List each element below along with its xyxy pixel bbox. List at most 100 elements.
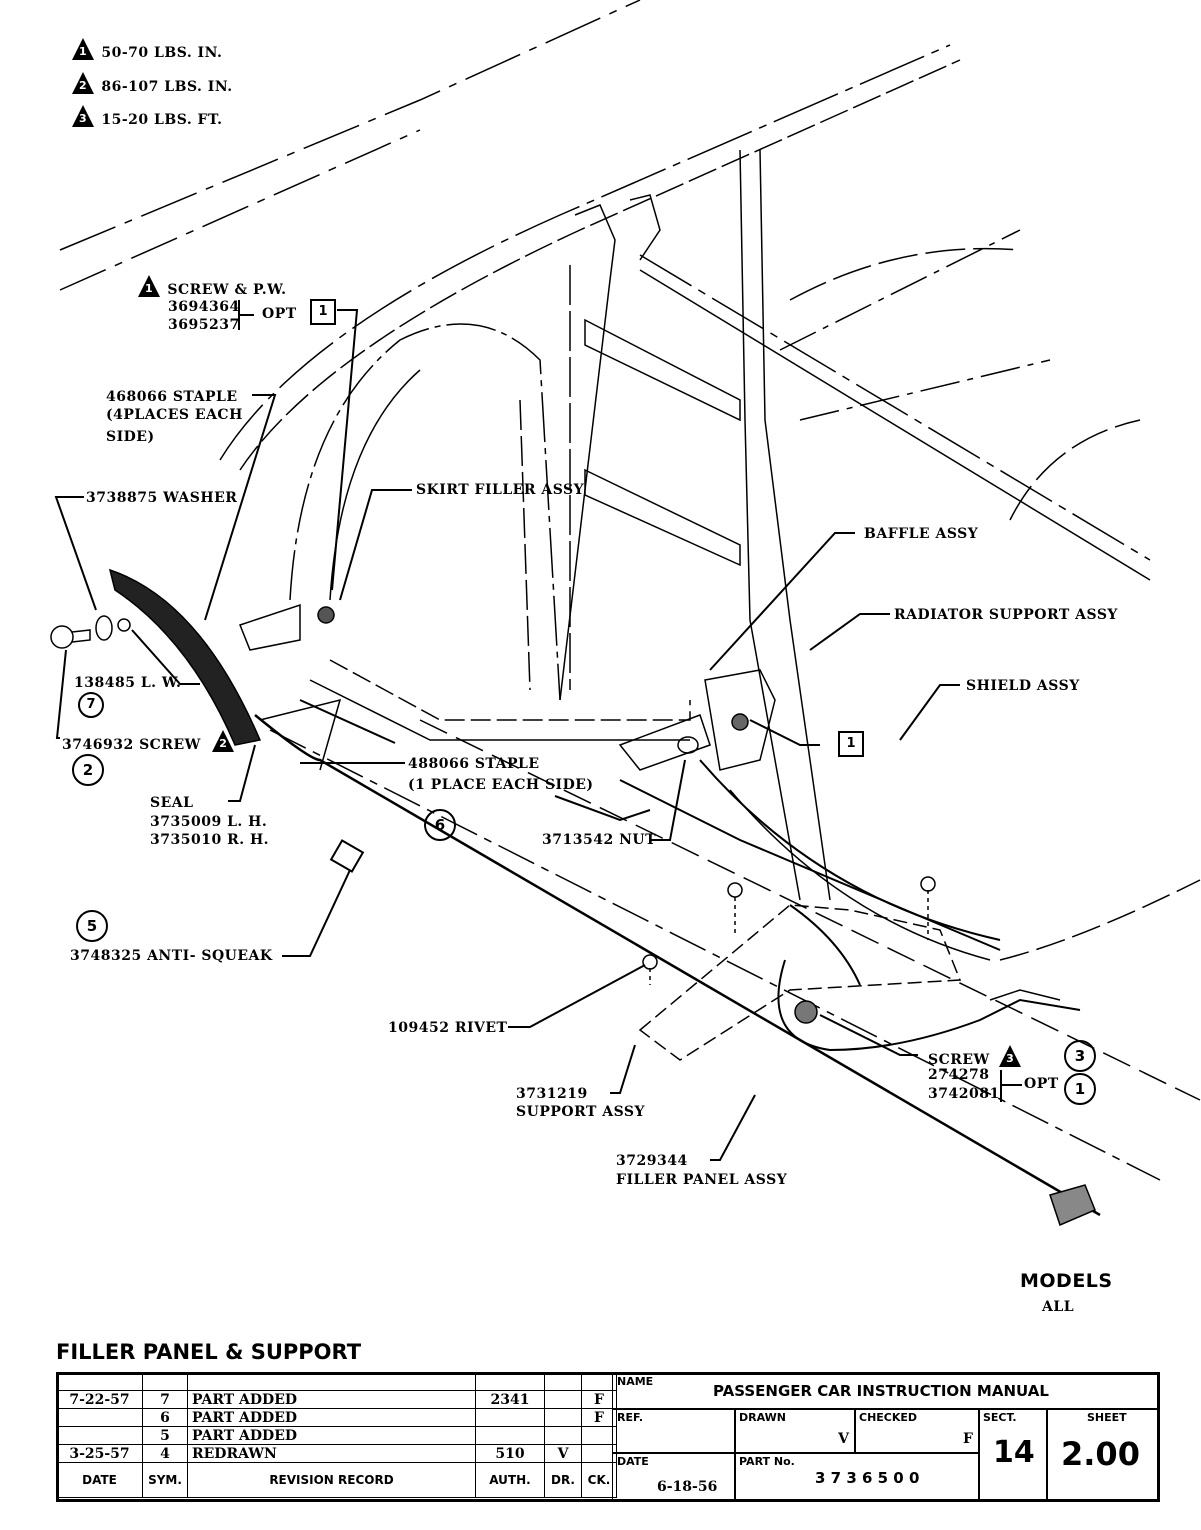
screw-head bbox=[50, 625, 74, 649]
table-row: 7-22-57 7 PART ADDED 2341 F bbox=[56, 1390, 617, 1409]
sect-label: SECT. bbox=[983, 1411, 1017, 1424]
table-row: 3-25-57 4 REDRAWN 510 V bbox=[56, 1444, 617, 1463]
date-value: 6-18-56 bbox=[657, 1479, 718, 1495]
leader-support bbox=[610, 1044, 636, 1094]
header-revision-record: REVISION RECORD bbox=[187, 1462, 476, 1498]
callout-staple-top: 468066 STAPLE bbox=[106, 389, 238, 405]
rev-date bbox=[56, 1408, 143, 1427]
leader-staple-arrow bbox=[299, 699, 396, 744]
callout-shield: SHIELD ASSY bbox=[966, 678, 1080, 694]
rev-dr bbox=[544, 1390, 582, 1409]
callout-radiator-support: RADIATOR SUPPORT ASSY bbox=[894, 607, 1118, 623]
leader-screw-pw bbox=[331, 309, 359, 591]
header-auth: AUTH. bbox=[475, 1462, 545, 1498]
callout-staple-top: (4PLACES EACH bbox=[106, 407, 243, 423]
title-block-ref: REF. bbox=[612, 1408, 736, 1454]
torque-triangle-icon: 3 bbox=[72, 105, 94, 127]
leader-staple-top bbox=[204, 394, 277, 621]
callout-skirt-filler: SKIRT FILLER ASSY bbox=[416, 482, 585, 498]
callout-screw-right: SCREW 3 bbox=[928, 1045, 1023, 1069]
table-header-row: DATE SYM. REVISION RECORD AUTH. DR. CK. bbox=[56, 1462, 617, 1498]
callout-title: SCREW & P.W. bbox=[167, 282, 287, 298]
torque-triangle-icon: 2 bbox=[212, 730, 235, 752]
callout-baffle: BAFFLE ASSY bbox=[864, 526, 979, 542]
part-no-value: 3 7 3 6 5 0 0 bbox=[815, 1469, 920, 1487]
revision-record-table: 7-22-57 7 PART ADDED 2341 F 6 PART ADDED… bbox=[56, 1372, 617, 1498]
rev-sym bbox=[142, 1372, 188, 1391]
leader-shield bbox=[899, 684, 960, 741]
callout-staple-mid: (1 PLACE EACH SIDE) bbox=[408, 777, 594, 793]
reference-box: 1 bbox=[838, 731, 864, 757]
rev-desc bbox=[187, 1372, 476, 1391]
callout-anti-squeak: 3748325 ANTI- SQUEAK bbox=[70, 948, 273, 964]
title-block-sect: SECT. 14 bbox=[978, 1408, 1048, 1502]
drawn-label: DRAWN bbox=[739, 1411, 786, 1424]
drawn-value: V bbox=[838, 1431, 849, 1447]
callout-nut: 3713542 NUT bbox=[542, 832, 656, 848]
anti-squeak bbox=[329, 839, 365, 873]
leader-radiator bbox=[809, 613, 890, 651]
screw-right-bolt bbox=[794, 1000, 818, 1024]
rev-sym: 5 bbox=[142, 1426, 188, 1445]
torque-triangle-icon: 3 bbox=[999, 1045, 1022, 1067]
torque-legend-item: 2 86-107 LBS. IN. bbox=[72, 72, 233, 96]
rev-dr bbox=[544, 1426, 582, 1445]
callout-seal: 3735010 R. H. bbox=[150, 832, 270, 848]
leader-seal bbox=[228, 744, 256, 802]
date-label: DATE bbox=[617, 1455, 649, 1468]
filler-panel bbox=[254, 714, 1101, 1217]
callout-lock-washer: 138485 L. W. bbox=[74, 675, 182, 691]
torque-value: 15-20 LBS. FT. bbox=[101, 112, 223, 128]
sheet-title: FILLER PANEL & SUPPORT bbox=[56, 1340, 362, 1364]
leader-filler bbox=[710, 1094, 756, 1161]
leader-screw-right bbox=[819, 1014, 918, 1056]
leader-box-right bbox=[749, 719, 820, 746]
reference-circle: 2 bbox=[72, 754, 104, 786]
reference-circle: 7 bbox=[78, 692, 104, 718]
torque-legend-item: 1 50-70 LBS. IN. bbox=[72, 38, 222, 62]
cowl-edge bbox=[219, 44, 951, 461]
radiator-support-frame bbox=[559, 204, 616, 701]
sheet-value: 2.00 bbox=[1061, 1435, 1140, 1473]
baffle bbox=[704, 669, 776, 771]
wheelhouse bbox=[289, 323, 561, 701]
leader-lw bbox=[131, 629, 200, 685]
title-block-name: NAME PASSENGER CAR INSTRUCTION MANUAL bbox=[612, 1372, 1160, 1410]
rev-sym: 7 bbox=[142, 1390, 188, 1409]
reference-circle: 5 bbox=[76, 910, 108, 942]
rev-dr bbox=[544, 1372, 582, 1391]
header-ck: CK. bbox=[581, 1462, 617, 1498]
rev-date bbox=[56, 1426, 143, 1445]
rev-dr: V bbox=[544, 1444, 582, 1463]
rev-desc: REDRAWN bbox=[187, 1444, 476, 1463]
callout-screw-pw: 1 SCREW & P.W. bbox=[138, 275, 287, 299]
rev-desc: PART ADDED bbox=[187, 1408, 476, 1427]
rev-dr bbox=[544, 1408, 582, 1427]
filler-end-cap bbox=[1049, 1184, 1096, 1227]
reference-circle: 6 bbox=[424, 809, 456, 841]
callout-seal: SEAL bbox=[150, 795, 194, 811]
rev-date bbox=[56, 1372, 143, 1391]
screw-bolt bbox=[317, 606, 335, 624]
checked-value: F bbox=[963, 1431, 973, 1447]
models-value: ALL bbox=[1042, 1299, 1075, 1315]
leader-screw-left bbox=[55, 649, 67, 739]
leader-rivet bbox=[508, 964, 646, 1028]
reference-circle: 3 bbox=[1064, 1040, 1096, 1072]
rev-auth bbox=[475, 1426, 545, 1445]
rev-sym: 4 bbox=[142, 1444, 188, 1463]
leader-nut bbox=[650, 759, 686, 841]
reference-circle: 1 bbox=[1064, 1073, 1096, 1105]
torque-triangle-icon: 2 bbox=[72, 72, 94, 94]
opt-bracket-tick bbox=[1000, 1084, 1022, 1086]
callout-title: 3746932 SCREW bbox=[62, 737, 201, 753]
bracket bbox=[618, 714, 711, 771]
callout-seal: 3735009 L. H. bbox=[150, 814, 268, 830]
sect-value: 14 bbox=[993, 1435, 1035, 1470]
fender-outline bbox=[59, 0, 641, 251]
table-row: 6 PART ADDED F bbox=[56, 1408, 617, 1427]
callout-washer: 3738875 WASHER bbox=[86, 490, 238, 506]
rev-desc: PART ADDED bbox=[187, 1390, 476, 1409]
torque-value: 50-70 LBS. IN. bbox=[101, 45, 223, 61]
part-number: 3694364 bbox=[168, 299, 240, 315]
